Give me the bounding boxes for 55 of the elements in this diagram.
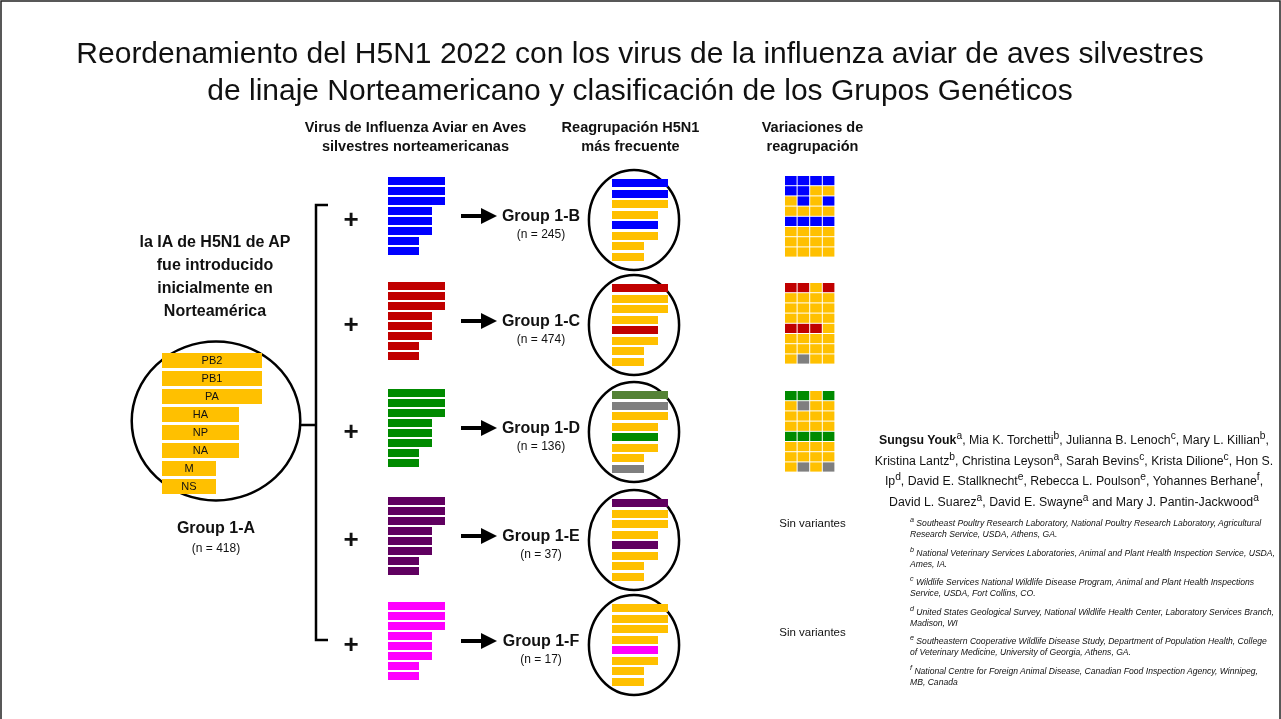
group-name: Group 1-F bbox=[501, 631, 581, 651]
affiliation-note: $^{c}$ Wildlife Services National Wildlife Disease Program, Animal and Plant Health Inspections Service, USDA, Fort Collins, CO. bbox=[910, 574, 1256, 600]
arrow bbox=[461, 313, 497, 329]
segment-bar: PB1 bbox=[162, 371, 262, 386]
segment-bar: NS bbox=[162, 479, 216, 494]
segment-bar: HA bbox=[162, 407, 239, 422]
segment-stack bbox=[388, 497, 445, 575]
affiliation-note: $^{f}$ National Centre for Foreign Animal Disease, Canadian Food Inspection Agency, Winnipeg, MB, Canada bbox=[910, 662, 1259, 688]
genome-circle bbox=[588, 594, 680, 696]
genome-circle bbox=[588, 381, 680, 483]
sample-count: (n = 17) bbox=[519, 651, 563, 668]
no-variants-note: Sin variantes bbox=[778, 516, 847, 531]
plus-sign: + bbox=[342, 629, 360, 659]
segment-stack bbox=[388, 389, 445, 467]
segment-bar: PB2 bbox=[162, 353, 262, 368]
column-heading: Variaciones de reagrupación bbox=[760, 118, 865, 156]
column-heading: Reagrupación H5N1 más frecuente bbox=[560, 118, 701, 156]
plus-sign: + bbox=[342, 204, 360, 234]
group-name: Group 1-E bbox=[501, 526, 581, 546]
title: Reordenamiento del H5N1 2022 con los virus de la influenza aviar de aves silvestres de linaje Norteamericano y clasificación de los Grupos Genéticos bbox=[75, 35, 1205, 108]
segment-bar: PA bbox=[162, 389, 262, 404]
no-variants-note: Sin variantes bbox=[778, 625, 847, 640]
sample-count: (n = 418) bbox=[190, 540, 242, 557]
affiliation-note: $^{a}$ Southeast Poultry Research Laboratory, National Poultry Research Laboratory, Agricultural Research Service, USDA, Athens, GA. bbox=[910, 515, 1263, 541]
affiliation-note: $^{b}$ National Veterinary Services Laboratories, Animal and Plant Health Inspection Service, USDA, Ames, IA. bbox=[910, 544, 1275, 570]
sample-count: (n = 37) bbox=[519, 546, 563, 563]
segment-stack bbox=[388, 282, 445, 360]
arrow bbox=[461, 208, 497, 224]
author-list: Sungsu Youk$^{a}$, Mia K. Torchetti$^{b}$, Julianna B. Lenoch$^{c}$, Mary L. Killian$^{b}$, Kristina Lantz$^{b}$, Christina Leyson$^{a}$, Sarah Bevins$^{c}$, Krista Dilione$^{c}$, Hon S. Ip$^{d}$, David E. Stallknecht$^{e}$, Rebecca L. Poulson$^{e}$, Yohannes Berhane$^{f}$, David L. Suarez$^{a}$, David E. Swayne$^{a}$ and Mary J. Pantin-Jackwood$^{a}$ bbox=[872, 428, 1276, 511]
segment-stack bbox=[388, 602, 445, 680]
plus-sign: + bbox=[342, 309, 360, 339]
group-name: Group 1-B bbox=[500, 206, 582, 226]
genome-circle bbox=[130, 340, 302, 502]
segment-bar: M bbox=[162, 461, 216, 476]
arrow bbox=[461, 528, 497, 544]
sample-count: (n = 245) bbox=[515, 226, 567, 243]
genome-circle bbox=[588, 274, 680, 376]
affiliation-note: $^{e}$ Southeastern Cooperative Wildlife Disease Study, Department of Population Health, College of Veterinary Medicine, University of Georgia, Athens, GA. bbox=[910, 633, 1268, 659]
affiliation-note: $^{d}$ United States Geological Survey, National Wildlife Health Center, Laboratory Services Branch, Madison, WI bbox=[910, 603, 1275, 629]
segment-bar: NA bbox=[162, 443, 239, 458]
segment-stack bbox=[388, 177, 445, 255]
plus-sign: + bbox=[342, 524, 360, 554]
genome-circle bbox=[588, 489, 680, 591]
arrow bbox=[461, 633, 497, 649]
group-name: Group 1-A bbox=[175, 518, 257, 538]
genome-circle bbox=[588, 169, 680, 271]
arrow bbox=[461, 420, 497, 436]
segment-bar: NP bbox=[162, 425, 239, 440]
column-heading: Virus de Influenza Aviar en Aves silvestres norteamericanas bbox=[303, 118, 528, 156]
group-name: Group 1-D bbox=[500, 418, 582, 438]
sample-count: (n = 136) bbox=[515, 438, 567, 455]
intro-heading: la IA de H5N1 de AP fue introducido inicialmente en Norteamérica bbox=[138, 232, 292, 321]
group-name: Group 1-C bbox=[500, 311, 582, 331]
plus-sign: + bbox=[342, 416, 360, 446]
sample-count: (n = 474) bbox=[515, 331, 567, 348]
